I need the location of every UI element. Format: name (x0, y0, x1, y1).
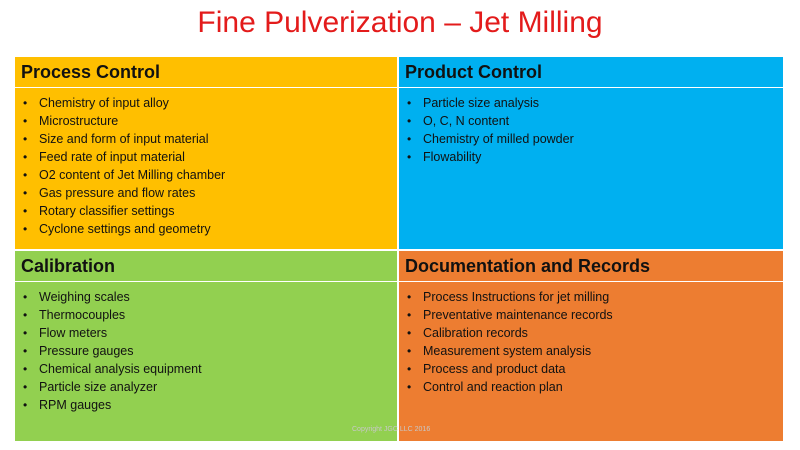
list-item: Pressure gauges (15, 342, 397, 360)
list-item: Weighing scales (15, 288, 397, 306)
list-item: Calibration records (399, 324, 783, 342)
list-item: Particle size analyzer (15, 378, 397, 396)
page-title: Fine Pulverization – Jet Milling (197, 6, 603, 39)
list-item: Chemical analysis equipment (15, 360, 397, 378)
list-item: RPM gauges (15, 396, 397, 414)
copyright-footer: Copyright JGC LLC 2016 (352, 426, 431, 433)
list-item: Feed rate of input material (15, 148, 397, 166)
list-item: Particle size analysis (399, 94, 783, 112)
process-control-panel: Process Control Chemistry of input alloy… (14, 56, 398, 250)
list-item: Preventative maintenance records (399, 306, 783, 324)
calibration-panel: Calibration Weighing scales Thermocouple… (14, 250, 398, 442)
list-item: Rotary classifier settings (15, 202, 397, 220)
list-item: Control and reaction plan (399, 378, 783, 396)
list-item: Cyclone settings and geometry (15, 220, 397, 238)
list-item: Flowability (399, 148, 783, 166)
product-control-list: Particle size analysis O, C, N content C… (399, 88, 783, 166)
product-control-heading: Product Control (399, 57, 783, 88)
list-item: Process Instructions for jet milling (399, 288, 783, 306)
process-control-heading: Process Control (15, 57, 397, 88)
documentation-panel: Documentation and Records Process Instru… (398, 250, 784, 442)
list-item: Measurement system analysis (399, 342, 783, 360)
list-item: Microstructure (15, 112, 397, 130)
list-item: Chemistry of milled powder (399, 130, 783, 148)
documentation-heading: Documentation and Records (399, 251, 783, 282)
documentation-list: Process Instructions for jet milling Pre… (399, 282, 783, 396)
list-item: Size and form of input material (15, 130, 397, 148)
process-control-list: Chemistry of input alloy Microstructure … (15, 88, 397, 238)
list-item: Process and product data (399, 360, 783, 378)
quadrant-grid: Process Control Chemistry of input alloy… (14, 56, 784, 442)
list-item: Flow meters (15, 324, 397, 342)
list-item: O2 content of Jet Milling chamber (15, 166, 397, 184)
list-item: Gas pressure and flow rates (15, 184, 397, 202)
calibration-heading: Calibration (15, 251, 397, 282)
product-control-panel: Product Control Particle size analysis O… (398, 56, 784, 250)
list-item: O, C, N content (399, 112, 783, 130)
calibration-list: Weighing scales Thermocouples Flow meter… (15, 282, 397, 414)
list-item: Thermocouples (15, 306, 397, 324)
list-item: Chemistry of input alloy (15, 94, 397, 112)
